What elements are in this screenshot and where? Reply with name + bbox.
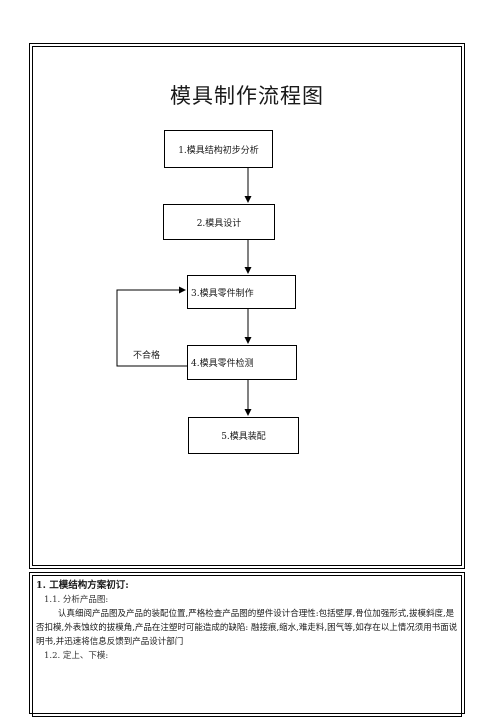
- fail-label: 不合格: [133, 351, 161, 361]
- feedback-loop-arrow: [116, 286, 187, 367]
- flow-step-3: 3.模具零件制作: [187, 275, 296, 309]
- subsection-1-1: 1.1. 分析产品图:: [44, 595, 109, 605]
- flow-step-4: 4.模具零件检测: [187, 345, 297, 380]
- flowchart-frame-inner: [32, 46, 462, 566]
- flow-step-2: 2.模具设计: [163, 204, 275, 240]
- flow-step-5: 5.模具装配: [188, 417, 299, 454]
- flowchart-connectors: [116, 166, 252, 416]
- flowchart-frame-outer: [29, 43, 465, 569]
- page-title: 模具制作流程图: [170, 84, 324, 108]
- section-paragraph: 认真细阅产品图及产品的装配位置,严格检查产品图的塑件设计合理性:包括壁厚,骨位加…: [36, 609, 458, 647]
- subsection-1-2: 1.2. 定上、下模:: [44, 651, 109, 661]
- flow-step-1: 1.模具结构初步分析: [164, 130, 273, 168]
- section-heading: 1. 工模结构方案初订:: [36, 580, 129, 591]
- section-content: 1. 工模结构方案初订: 1.1. 分析产品图: 认真细阅产品图及产品的装配位置…: [36, 579, 460, 663]
